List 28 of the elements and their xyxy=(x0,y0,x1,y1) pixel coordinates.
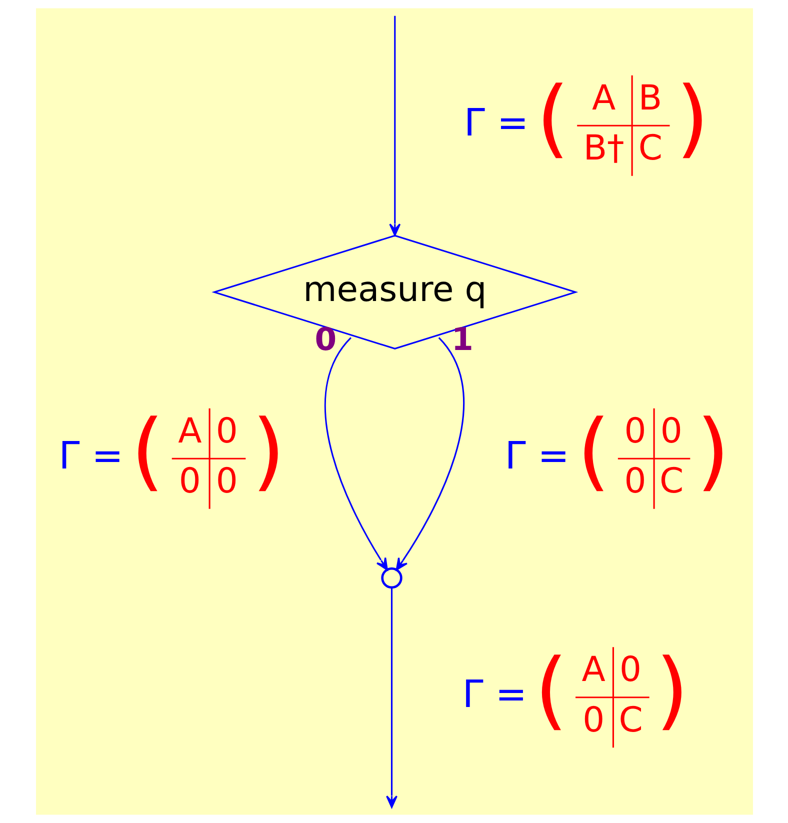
label: B xyxy=(638,78,662,118)
label: 0 xyxy=(582,700,604,740)
label: A xyxy=(592,78,616,118)
label: C xyxy=(659,462,684,502)
label: ( xyxy=(534,640,568,740)
label: 0 xyxy=(215,411,238,452)
label: 0 xyxy=(215,462,238,502)
label: 0 xyxy=(618,650,641,690)
label: ( xyxy=(576,402,610,502)
label: B† xyxy=(582,128,624,169)
label: ( xyxy=(130,402,164,502)
label: Γ = xyxy=(462,672,526,716)
label: ) xyxy=(696,402,730,502)
label: 0 xyxy=(660,411,682,452)
label: ) xyxy=(676,69,709,168)
label: 0 xyxy=(178,462,200,502)
label: Γ = xyxy=(504,433,569,478)
label: Γ = xyxy=(464,100,528,144)
label: C xyxy=(638,128,662,169)
label: 0 xyxy=(624,411,646,452)
label: 0 xyxy=(624,462,646,502)
label: Γ = xyxy=(58,433,123,478)
label: ) xyxy=(251,402,285,502)
label: C xyxy=(618,700,642,740)
label: A xyxy=(581,650,605,690)
label: A xyxy=(178,411,202,452)
label: ( xyxy=(536,69,569,168)
label: ) xyxy=(655,640,688,740)
